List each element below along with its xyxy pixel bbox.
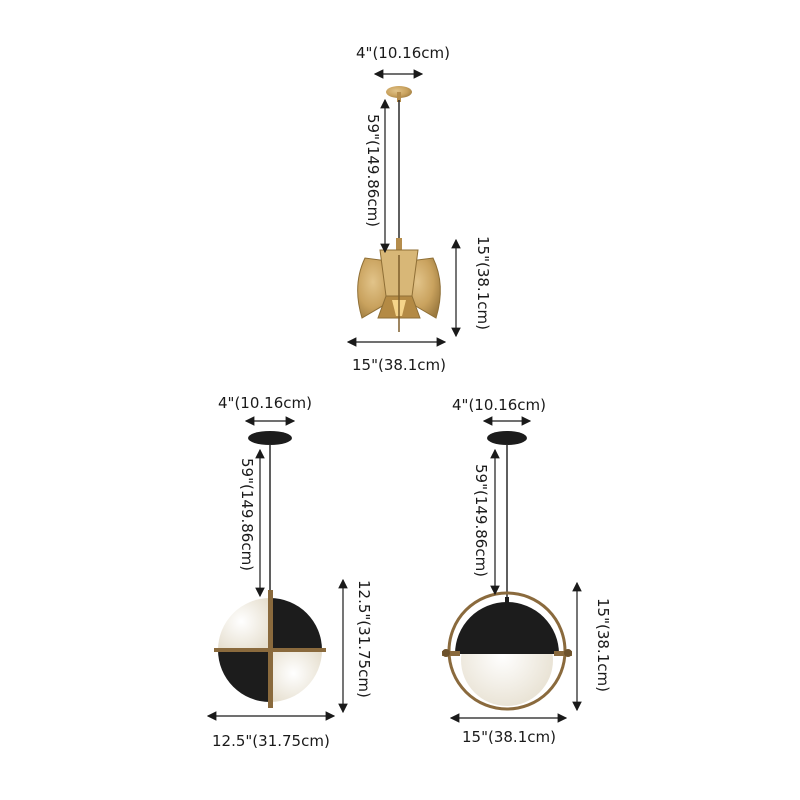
lamp3-shade-height-label: 15"(38.1cm) [594, 598, 612, 692]
lamp2-shade-height-label: 12.5"(31.75cm) [355, 580, 373, 698]
lamp-stem [396, 238, 402, 260]
lamp3-shade-width-label: 15"(38.1cm) [462, 728, 556, 746]
lamp-gold-pendant [346, 69, 461, 347]
lamp2-shade-width-label: 12.5"(31.75cm) [212, 732, 330, 750]
lamp3-cord-length-label: 59"(149.86cm) [472, 464, 490, 578]
lamp2-cord-length-label: 59"(149.86cm) [238, 458, 256, 572]
ring-globe-shade [442, 591, 572, 711]
lamp1-cord-length-label: 59"(149.86cm) [364, 114, 382, 228]
lamp1-shade-width-label: 15"(38.1cm) [352, 356, 446, 374]
quartered-globe-shade [214, 590, 326, 708]
lamp-quartered-globe-pendant [206, 416, 348, 721]
canopy-stem [397, 92, 401, 102]
lamp1-shade-height-label: 15"(38.1cm) [474, 236, 492, 330]
gold-shade [357, 249, 441, 332]
lamp-ring-globe-pendant [442, 416, 582, 723]
lamp1-canopy-width-label: 4"(10.16cm) [356, 44, 450, 62]
lamp2-canopy-width-label: 4"(10.16cm) [218, 394, 312, 412]
lamp3-canopy-width-label: 4"(10.16cm) [452, 396, 546, 414]
